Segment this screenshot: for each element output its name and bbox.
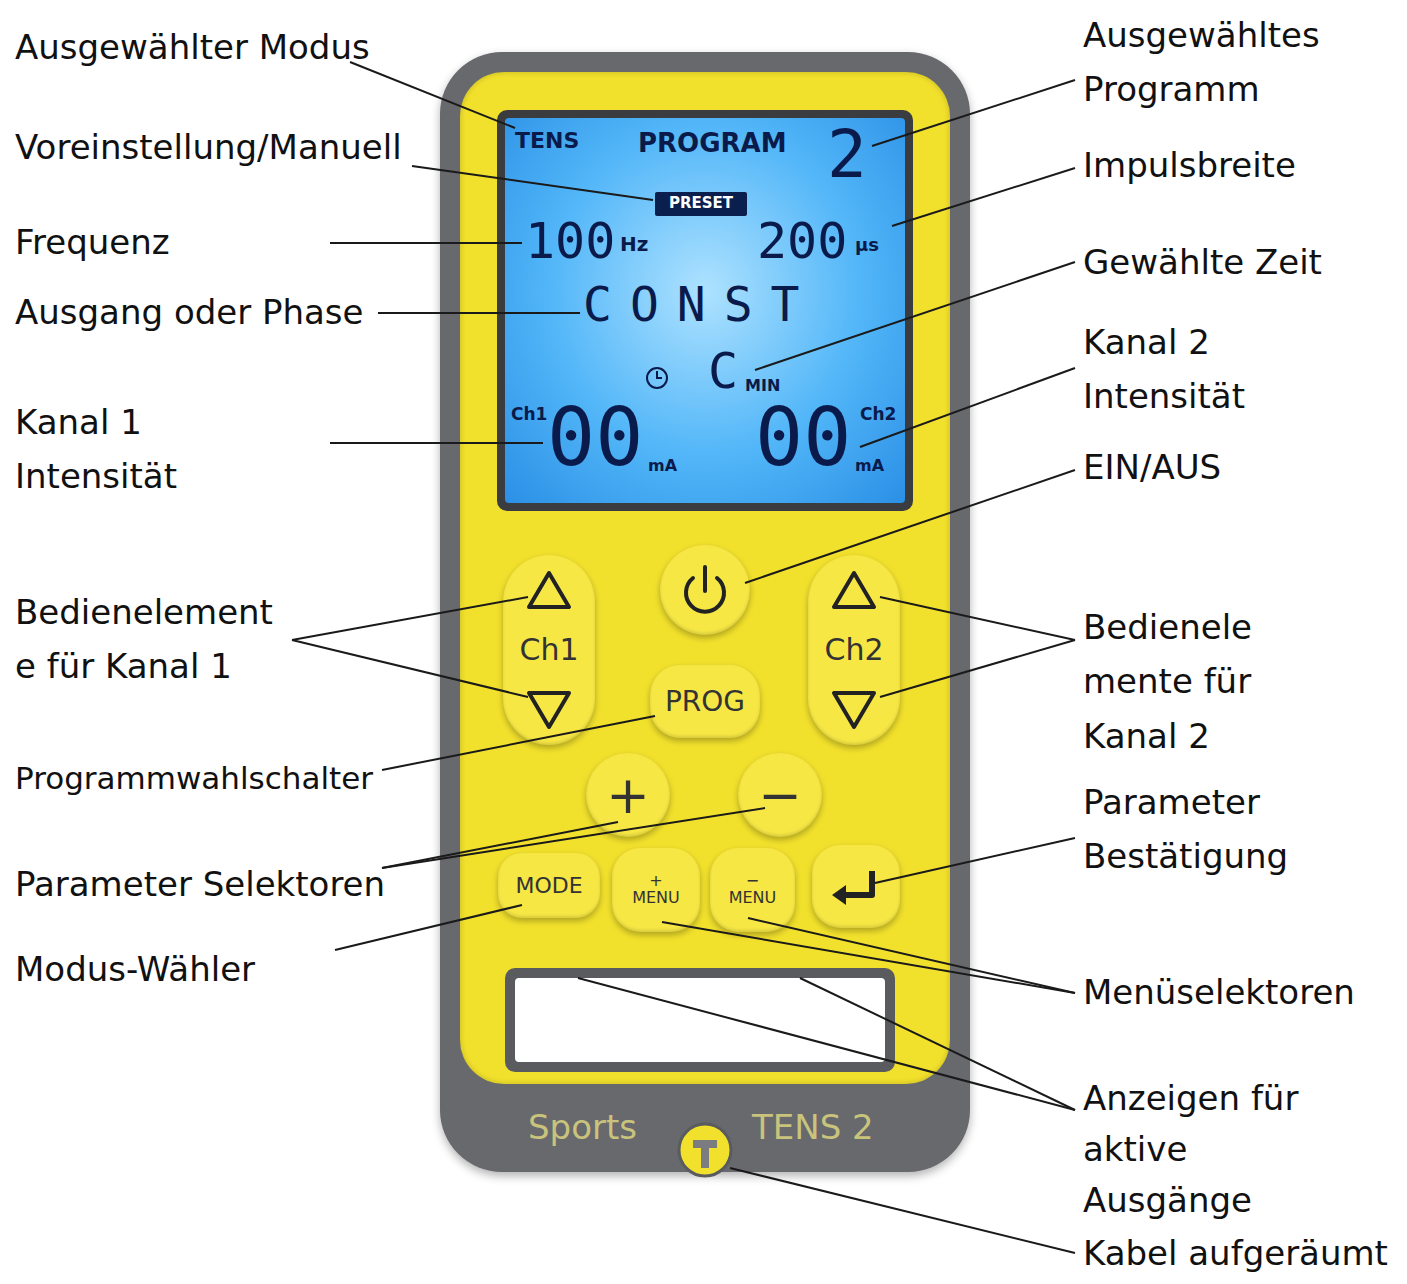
leader-line (382, 808, 765, 868)
button-label: Ch2 (824, 634, 883, 666)
leader-line (578, 978, 1075, 1110)
program-number: 2 (827, 122, 867, 188)
leader-line (412, 166, 653, 200)
callout-label: Menüselektoren (1083, 965, 1401, 1019)
unit-text: mA (648, 458, 677, 474)
callout-label: Parameter Bestätigung (1083, 775, 1323, 884)
leader-line (892, 168, 1075, 226)
device-housing: Sports TENS 2 TENS PROGRAM 2 100Hz 200 µsCONST C… (440, 52, 970, 1172)
callout-label: Bedienelement e für Kanal 1 (15, 585, 285, 694)
channel-button: Ch1 (503, 555, 595, 745)
leader-line (860, 368, 1075, 447)
button-label: − MENU (727, 873, 779, 907)
enter-arrowhead (832, 885, 846, 905)
leader-line (335, 905, 522, 950)
callout-label: Ausgang oder Phase (15, 285, 435, 339)
output-phase: CONST (583, 280, 818, 328)
unit-text: Hz (620, 234, 648, 254)
cable-clip (677, 1122, 733, 1178)
callout-label: Ausgewähltes Programm (1083, 8, 1343, 117)
button-label: MODE (515, 874, 582, 897)
button-label: PRESET (669, 196, 733, 212)
leader-line (730, 1168, 1075, 1253)
time-value: C (708, 346, 738, 396)
callout-label: EIN/AUS (1083, 440, 1401, 494)
up-triangle (834, 573, 874, 607)
leader-line (872, 80, 1075, 146)
display-window (515, 978, 885, 1062)
unit-text: µs (855, 236, 879, 254)
frequency-value: 100 (525, 216, 615, 266)
brand-text: Sports (528, 1110, 637, 1144)
leader-line (662, 922, 1075, 993)
button-label: PROG (665, 687, 745, 716)
preset-indicator: PRESET (655, 192, 747, 216)
power-symbol (660, 545, 750, 635)
channel-tag: Ch2 (860, 406, 896, 423)
callout-label: Voreinstellung/Manuell (15, 120, 435, 174)
channel-tag: Ch1 (511, 406, 547, 423)
callout-label: Bedienele mente für Kanal 2 (1083, 600, 1283, 763)
intensity-value: 00 (547, 398, 643, 478)
callout-label: Gewählte Zeit (1083, 235, 1401, 289)
plus-button: + (586, 753, 670, 837)
power-symbol-bar (703, 567, 707, 591)
pulse-width-value: 200 (757, 216, 847, 266)
up-triangle (529, 573, 569, 607)
leader-line (292, 597, 528, 640)
button-label: − (758, 768, 802, 823)
lcd-display: TENSPROGRAM2100Hz200µsCONSTCMINCh100mACh… (505, 118, 905, 503)
callout-label: Modus-Wähler (15, 942, 435, 996)
leader-line (330, 442, 543, 444)
leader-line (382, 822, 618, 868)
button-label: + MENU (630, 873, 682, 907)
minus-button: − (738, 753, 822, 837)
callout-label: Anzeigen für aktive Ausgänge (1083, 1073, 1333, 1226)
leader-line (292, 640, 528, 697)
unit-text: mA (855, 458, 884, 474)
brand-text: TENS 2 (752, 1110, 874, 1144)
cable-clip-ring (679, 1124, 731, 1176)
leader-line (382, 716, 655, 770)
leader-line (745, 470, 1075, 583)
callout-label: Impulsbreite (1083, 138, 1401, 192)
program-button: PROG (650, 665, 760, 738)
leader-line (755, 262, 1075, 370)
leader-line (880, 640, 1075, 697)
clock-face (647, 368, 667, 388)
power-button (660, 545, 750, 635)
leader-line (330, 242, 522, 244)
menu-button: + MENU (612, 848, 700, 932)
intensity-value: 00 (755, 398, 851, 478)
leader-line (350, 62, 515, 128)
channel-button: Ch2 (808, 555, 900, 745)
mode-indicator: TENS (515, 130, 579, 152)
leader-line (880, 597, 1075, 640)
callout-label: Kabel aufgeräumt (1083, 1226, 1401, 1280)
leader-line (378, 312, 580, 314)
mode-button: MODE (498, 853, 600, 918)
menu-button: − MENU (710, 848, 795, 932)
lcd-caption: PROGRAM (638, 130, 787, 156)
enter-button (812, 845, 900, 928)
leader-line (875, 838, 1075, 883)
leader-line (748, 918, 1075, 993)
callout-label: Ausgewählter Modus (15, 20, 435, 74)
unit-text: MIN (745, 378, 780, 394)
leader-line (800, 978, 1075, 1110)
clock-icon (645, 366, 669, 390)
down-triangle (834, 693, 874, 727)
enter-symbol (812, 845, 900, 928)
callout-label: Kanal 2 Intensität (1083, 315, 1293, 424)
callout-label: Parameter Selektoren (15, 857, 435, 911)
clock-hands (657, 371, 662, 378)
button-label: + (606, 768, 650, 823)
callout-label: Frequenz (15, 215, 435, 269)
down-triangle (529, 693, 569, 727)
cable-clip-slot (693, 1140, 717, 1168)
button-label: Ch1 (519, 634, 578, 666)
callout-label: Kanal 1 Intensität (15, 395, 225, 504)
callout-label: Programmwahlschalter (15, 754, 435, 804)
